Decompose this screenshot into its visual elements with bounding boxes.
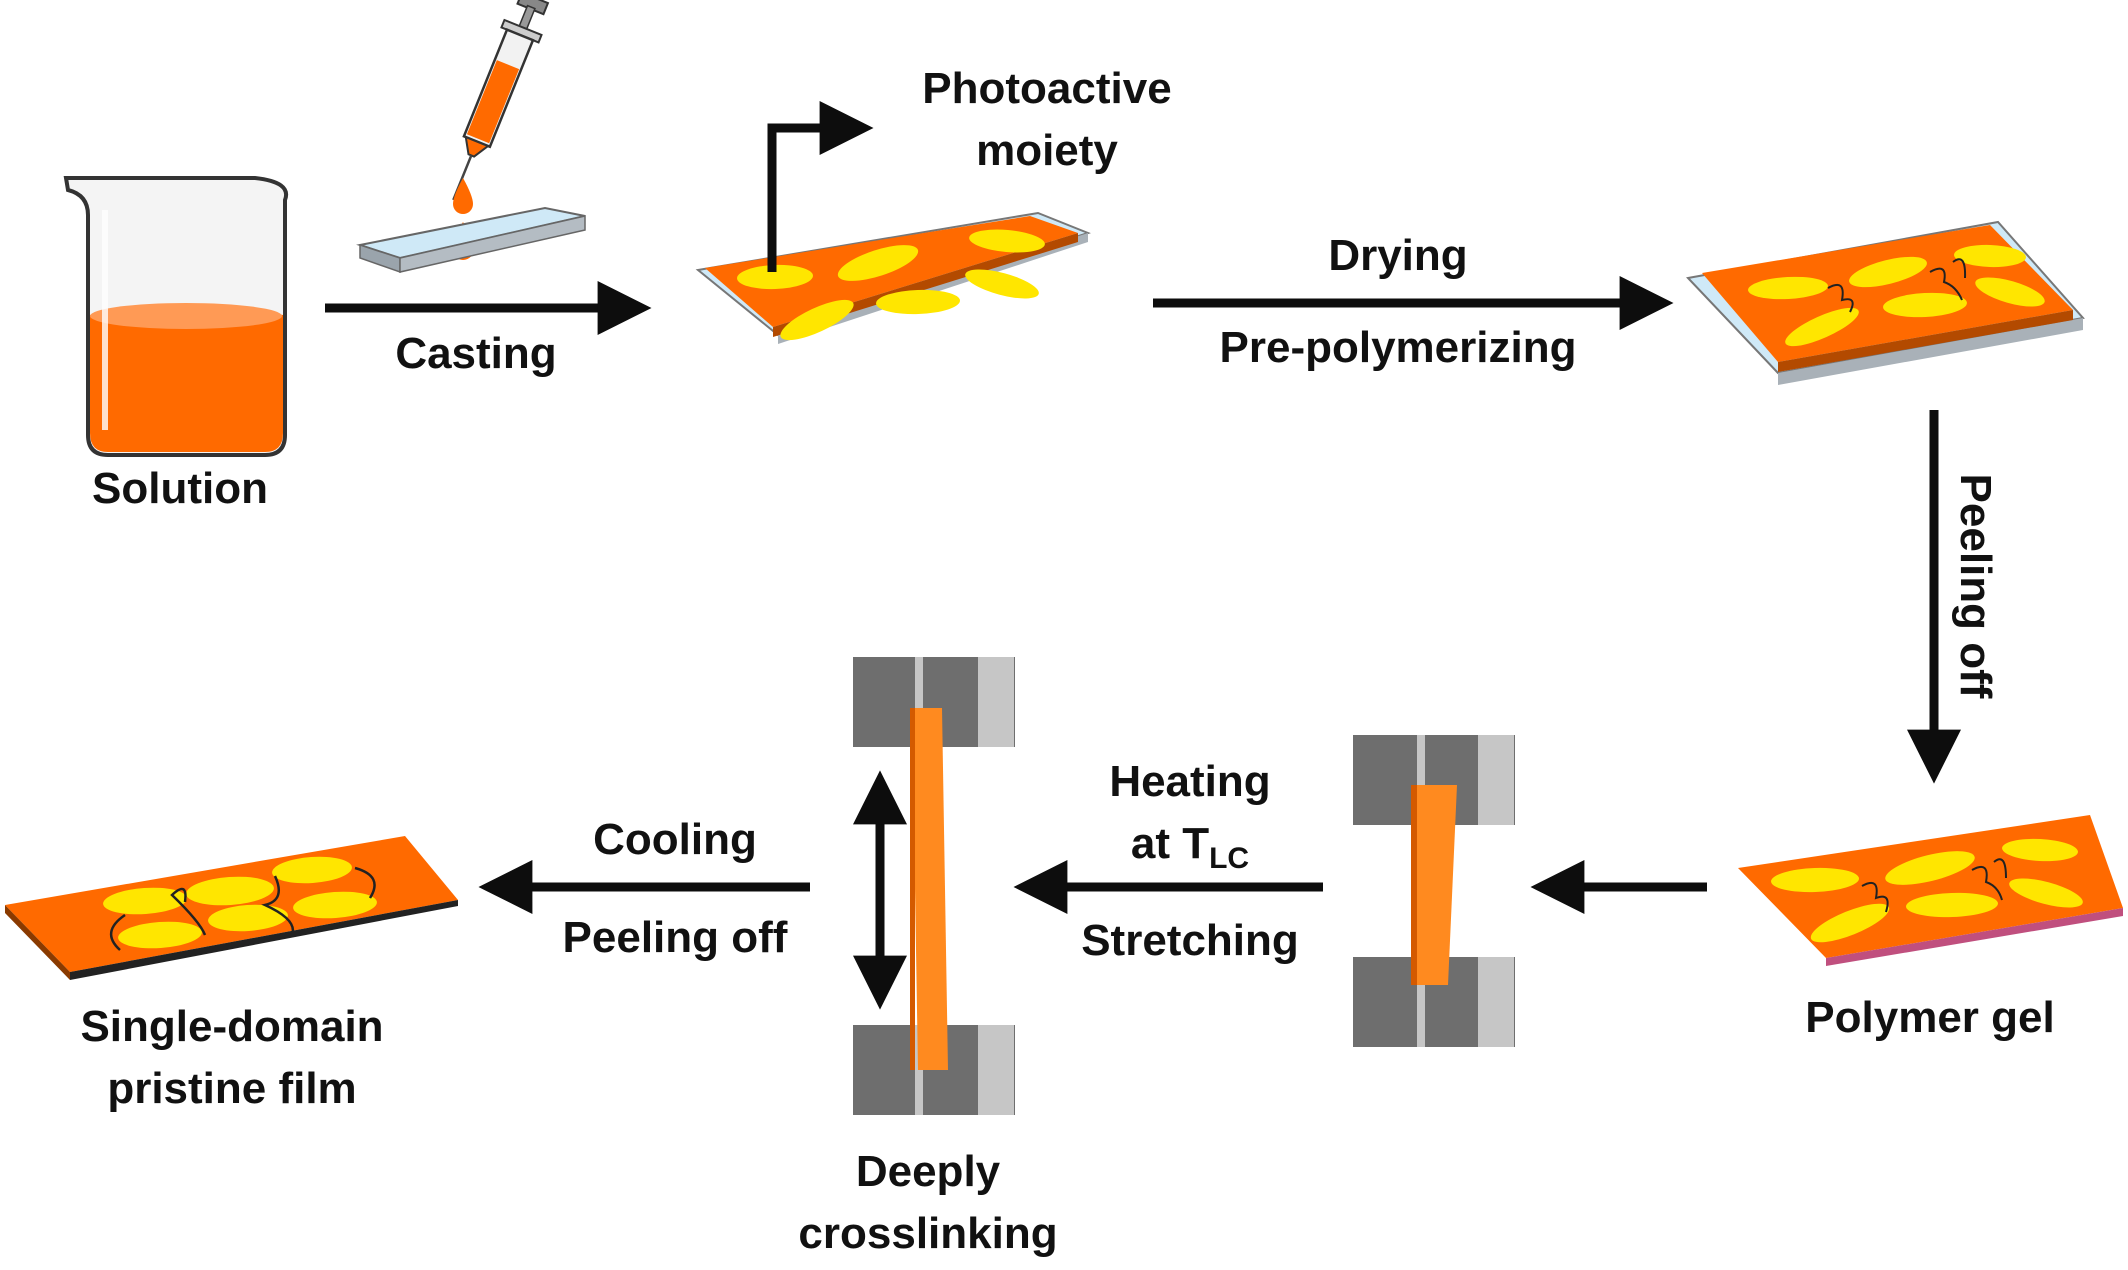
label-casting: Casting [395, 329, 556, 378]
glass-slide [356, 206, 586, 274]
label-photoactive: Photoactive [922, 64, 1171, 113]
label-moiety: moiety [976, 126, 1118, 175]
label-deeply: Deeply [856, 1147, 1001, 1196]
label-peeling-off: Peeling off [563, 913, 788, 962]
label-polymer-gel: Polymer gel [1805, 993, 2054, 1042]
label-drying: Drying [1328, 231, 1467, 280]
polymer-gel [1738, 815, 2123, 966]
label-heating-subscript: LC [1209, 842, 1249, 875]
label-solution: Solution [92, 464, 268, 513]
single-domain-film [5, 836, 458, 980]
label-peeling-off-vertical: Peeling off [1951, 474, 2000, 699]
stretch-clamp-middle [853, 657, 1015, 1115]
label-heating: Heating [1109, 757, 1270, 806]
label-heating-at: at TLC [1131, 819, 1249, 875]
label-pristine-film: pristine film [107, 1064, 356, 1113]
label-crosslinking: crosslinking [798, 1209, 1057, 1258]
syringe-icon [452, 0, 550, 201]
label-cooling: Cooling [593, 815, 757, 864]
label-prepolymerizing: Pre-polymerizing [1220, 323, 1577, 372]
beaker-icon [63, 176, 289, 457]
dried-film [1686, 220, 2085, 385]
label-stretching: Stretching [1081, 916, 1299, 965]
cast-film [695, 211, 1091, 344]
photoactive-pointer-arrow [767, 101, 874, 272]
label-single-domain: Single-domain [80, 1002, 383, 1051]
stretch-clamp-right [1353, 735, 1515, 1047]
